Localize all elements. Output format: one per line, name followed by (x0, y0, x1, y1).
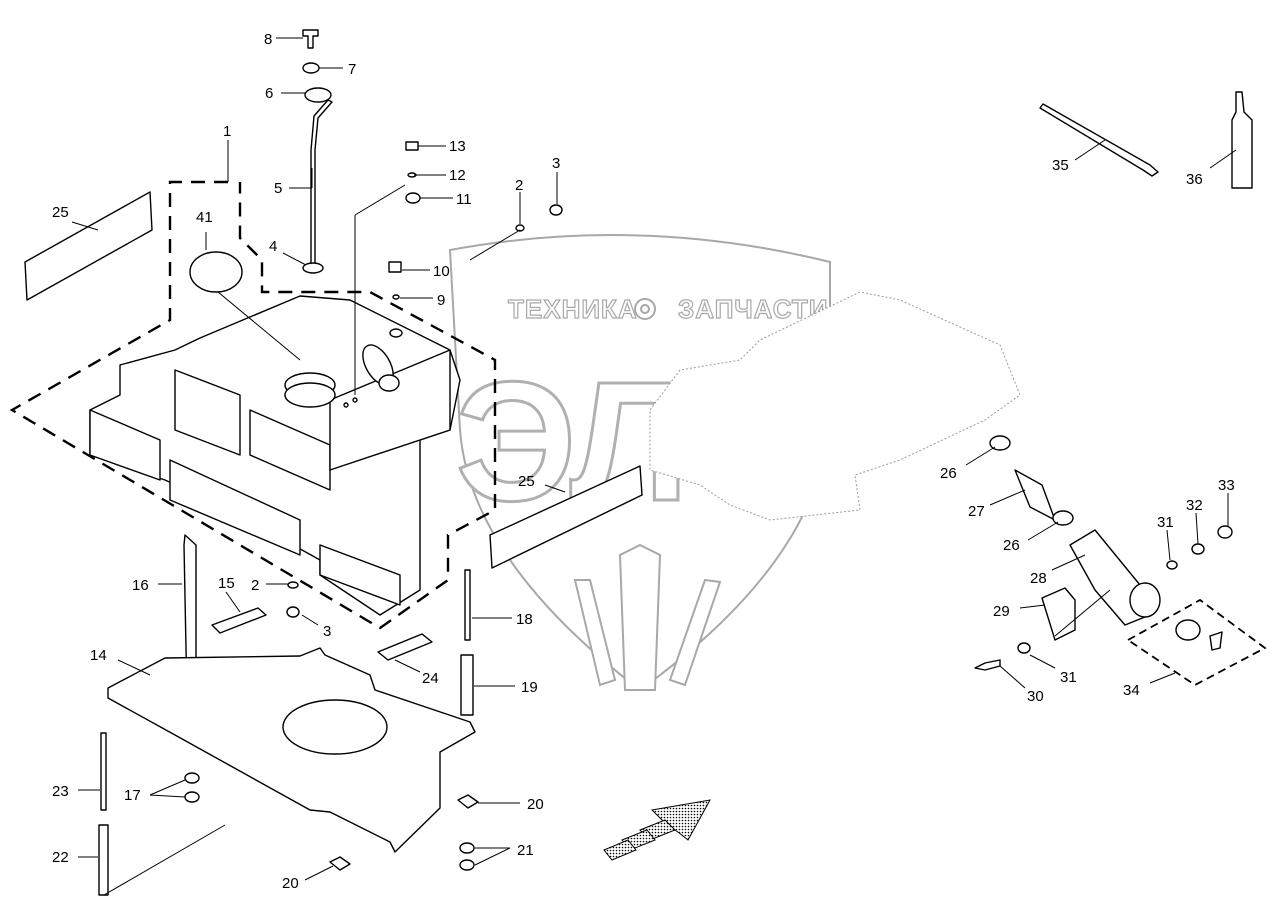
cap-box-34 (1126, 598, 1267, 687)
callout-7: 7 (348, 61, 356, 78)
callout-22: 22 (52, 849, 69, 866)
callout-14: 14 (90, 647, 107, 664)
callout-11: 11 (456, 191, 472, 208)
callout-27: 27 (968, 503, 985, 520)
watermark-left-word: ТЕХНИКА (508, 294, 638, 324)
callout-17: 17 (124, 787, 141, 804)
callout-3-bottom: 3 (323, 623, 331, 640)
callout-18: 18 (516, 611, 533, 628)
callout-26-bottom: 26 (1003, 537, 1020, 554)
callout-13: 13 (449, 138, 466, 155)
callout-29: 29 (993, 603, 1010, 620)
callout-20-bottom: 20 (282, 875, 299, 892)
callout-5: 5 (274, 180, 282, 197)
fuel-tank (89, 295, 461, 616)
callout-30: 30 (1027, 688, 1044, 705)
callout-25-right: 25 (518, 473, 535, 490)
callout-2-top: 2 (515, 177, 523, 194)
parts (24, 29, 1267, 896)
gear-icon (634, 298, 656, 320)
callout-16: 16 (132, 577, 149, 594)
callout-36: 36 (1186, 171, 1203, 188)
callout-33: 33 (1218, 477, 1235, 494)
callout-23: 23 (52, 783, 69, 800)
callout-32: 32 (1186, 497, 1203, 514)
callout-10: 10 (433, 263, 450, 280)
callout-31-bottom: 31 (1060, 669, 1077, 686)
callout-41: 41 (196, 209, 213, 226)
callout-35: 35 (1052, 157, 1069, 174)
callout-24: 24 (422, 670, 439, 687)
callout-6: 6 (265, 85, 273, 102)
assembly-box-1 (9, 180, 497, 630)
callout-8: 8 (264, 31, 272, 48)
callout-21: 21 (517, 842, 534, 859)
callout-28: 28 (1030, 570, 1047, 587)
callout-4: 4 (269, 238, 277, 255)
callout-2-bottom: 2 (251, 577, 259, 594)
callout-31-right: 31 (1157, 514, 1174, 531)
callout-34: 34 (1123, 682, 1140, 699)
leader-lines (71, 37, 1237, 881)
callout-9: 9 (437, 292, 445, 309)
watermark-wheat (573, 543, 722, 691)
callout-19: 19 (521, 679, 538, 696)
callout-labels: 8 7 6 1 5 4 13 12 11 10 9 2 3 25 41 35 3… (52, 31, 1235, 892)
callout-3-top: 3 (552, 155, 560, 172)
callout-12: 12 (449, 167, 466, 184)
callout-15: 15 (218, 575, 235, 592)
callout-20-right: 20 (527, 796, 544, 813)
fuel-tank-ghost (649, 291, 1021, 521)
callout-26-top: 26 (940, 465, 957, 482)
callout-25-left: 25 (52, 204, 69, 221)
direction-arrow-icon (603, 799, 711, 861)
callout-1: 1 (223, 123, 231, 140)
